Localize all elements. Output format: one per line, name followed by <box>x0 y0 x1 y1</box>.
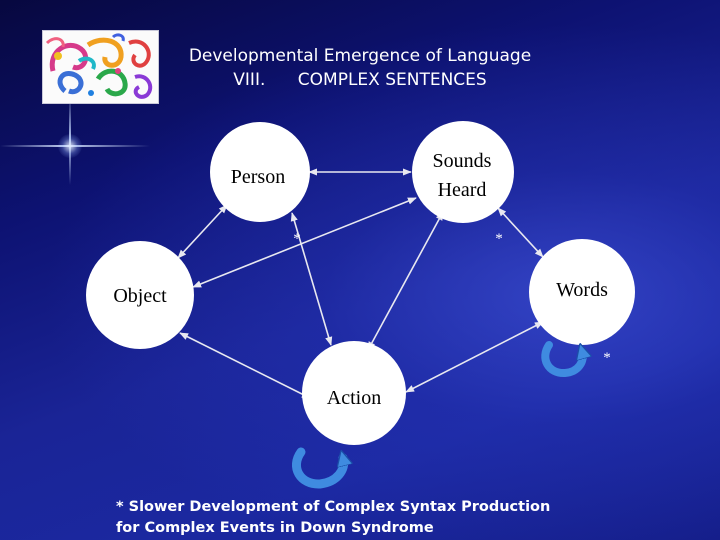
cycle-arrow-icon <box>296 452 343 484</box>
arrow-sounds-object <box>193 198 416 287</box>
node-label-object: Object <box>113 285 167 307</box>
cycle-arrow-icon <box>545 345 582 373</box>
arrow-words-action <box>406 322 543 392</box>
node-label-person: Person <box>231 166 285 188</box>
asterisk-person-action: * <box>293 231 301 247</box>
node-label-action: Action <box>327 387 381 409</box>
arrow-sounds-words <box>498 208 543 257</box>
node-label-sounds: Sounds <box>433 150 492 172</box>
node-sounds-heard <box>412 121 514 223</box>
arrow-person-object <box>178 205 227 258</box>
arrow-sounds-action <box>368 212 443 350</box>
asterisk-words-cycle: * <box>603 350 611 366</box>
asterisk-sounds-action: * <box>495 231 503 247</box>
node-label-words: Words <box>556 279 608 301</box>
footnote: * Slower Development of Complex Syntax P… <box>116 497 676 539</box>
node-label-heard: Heard <box>438 179 487 201</box>
arrow-object-action <box>180 333 310 398</box>
footnote-line-1: * Slower Development of Complex Syntax P… <box>116 497 676 518</box>
footnote-line-2: for Complex Events in Down Syndrome <box>116 518 676 539</box>
